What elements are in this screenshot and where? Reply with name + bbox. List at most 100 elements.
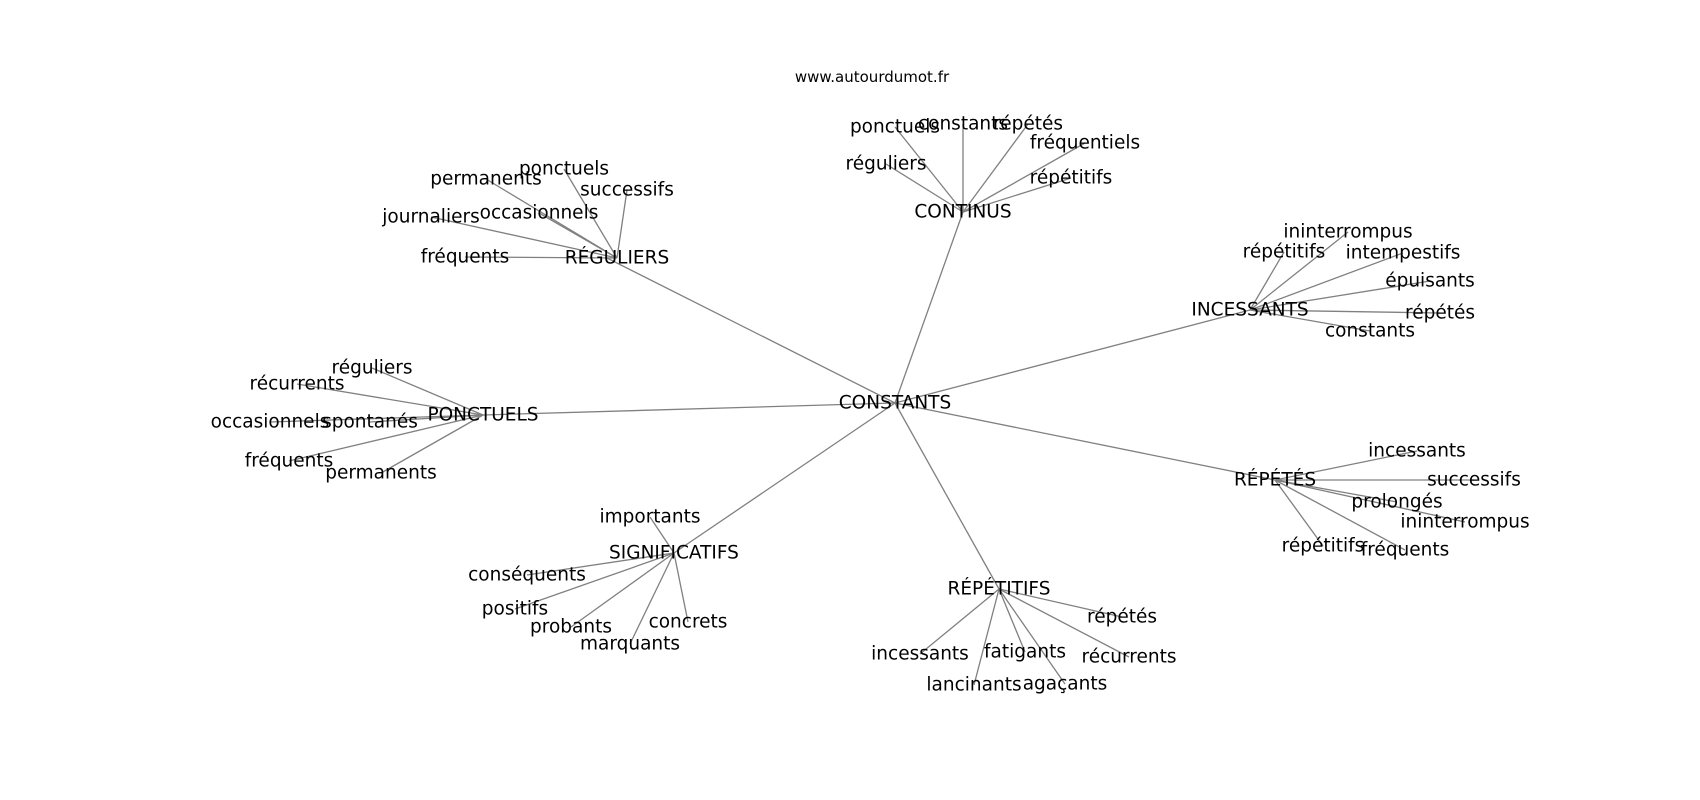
edge-repetitifs-repetes <box>998 588 1123 618</box>
edge-ponctuels-occasionnels <box>269 414 484 423</box>
edge-continus-ponctuels <box>894 126 964 213</box>
leaf-node-ponctuels: ponctuels <box>850 117 940 138</box>
leaf-node-positifs: positifs <box>482 599 548 620</box>
edge-incessants-repetitifs <box>1249 251 1285 311</box>
edge-center-reguliers <box>606 257 896 404</box>
edge-continus-repetitifs <box>962 177 1072 213</box>
edge-continus-reguliers <box>885 163 964 213</box>
edge-significatifs-importants <box>649 516 675 554</box>
edge-significatifs-probants <box>570 552 675 628</box>
leaf-node-permanents: permanents <box>325 463 437 484</box>
edge-continus-repetes <box>962 123 1029 213</box>
edge-center-significatifs <box>673 402 896 554</box>
leaf-node-spontanes: spontanés <box>322 412 418 433</box>
hub-node-repetes: RÉPÉTÉS <box>1234 469 1316 491</box>
leaf-node-lancinants: lancinants <box>926 675 1021 696</box>
leaf-node-marquants: marquants <box>580 634 680 655</box>
edge-ponctuels-frequents <box>288 414 484 462</box>
leaf-node-repetitifs: répétitifs <box>1030 168 1113 189</box>
leaf-node-probants: probants <box>530 617 612 638</box>
edge-incessants-ininterrompus <box>1249 231 1349 311</box>
edges-layer <box>269 123 1474 686</box>
leaf-node-journaliers: journaliers <box>381 207 479 228</box>
leaf-node-successifs: successifs <box>580 180 674 201</box>
leaf-node-ininterrompus: ininterrompus <box>1400 512 1529 533</box>
edge-repetitifs-lancinants <box>973 588 1000 686</box>
edge-incessants-constants <box>1249 309 1371 332</box>
leaf-node-repetes: répétés <box>1087 607 1157 628</box>
hub-node-incessants: INCESSANTS <box>1191 300 1308 321</box>
edge-significatifs-positifs <box>514 552 675 610</box>
leaf-node-prolonges: prolongés <box>1351 492 1442 513</box>
leaf-node-repetitifs: répétitifs <box>1282 536 1365 557</box>
leaf-node-frequents: fréquents <box>1361 540 1450 561</box>
leaf-node-ininterrompus: ininterrompus <box>1283 222 1412 243</box>
leaf-node-epuisants: épuisants <box>1385 271 1475 292</box>
watermark: www.autourdumot.fr <box>795 68 950 86</box>
leaf-node-repetes: répétés <box>1405 303 1475 324</box>
leaf-node-frequents: fréquents <box>421 247 510 268</box>
leaf-node-consequents: conséquents <box>468 565 586 586</box>
edge-continus-frequentiels <box>962 142 1086 213</box>
edge-center-continus <box>894 211 964 404</box>
edge-repetes-frequents <box>1274 479 1406 551</box>
edge-repetes-ininterrompus <box>1274 479 1466 523</box>
edge-center-repetes <box>894 402 1276 481</box>
leaf-node-occasionnels: occasionnels <box>480 203 599 224</box>
leaf-node-permanents: permanents <box>430 169 542 190</box>
leaf-node-concrets: concrets <box>649 612 728 633</box>
leaf-node-intempestifs: intempestifs <box>1346 243 1461 264</box>
hub-node-ponctuels: PONCTUELS <box>427 405 538 426</box>
edge-significatifs-marquants <box>629 552 675 645</box>
edge-center-repetitifs <box>894 402 1000 590</box>
edge-ponctuels-recurrents <box>296 383 484 416</box>
hub-node-reguliers: RÉGULIERS <box>565 247 669 269</box>
edge-ponctuels-permanents <box>380 414 484 474</box>
leaf-node-frequentiels: fréquentiels <box>1030 133 1140 154</box>
labels-layer: CONSTANTSCONTINUSponctuelsconstantsrépét… <box>211 114 1530 696</box>
leaf-node-ponctuels: ponctuels <box>519 159 609 180</box>
edge-repetitifs-recurrents <box>998 588 1130 658</box>
leaf-node-recurrents: récurrents <box>1082 647 1177 668</box>
edge-repetes-prolonges <box>1274 479 1398 503</box>
leaf-node-agacants: agaçants <box>1023 674 1108 695</box>
edge-repetitifs-fatigants <box>998 588 1026 653</box>
edge-repetitifs-agacants <box>998 588 1066 685</box>
leaf-node-reguliers: réguliers <box>332 358 413 379</box>
leaf-node-repetitifs: répétitifs <box>1243 242 1326 263</box>
leaf-node-successifs: successifs <box>1427 470 1521 491</box>
leaf-node-constants: constants <box>918 114 1008 135</box>
edge-incessants-epuisants <box>1249 280 1431 311</box>
edge-ponctuels-reguliers <box>371 367 484 416</box>
center-node-label: CONSTANTS <box>839 393 951 414</box>
edge-incessants-repetes <box>1249 309 1441 314</box>
edge-reguliers-journaliers <box>430 216 618 259</box>
edge-ponctuels-spontanes <box>369 414 484 423</box>
leaf-node-fatigants: fatigants <box>984 642 1066 663</box>
edge-center-incessants <box>894 309 1251 404</box>
hub-node-repetitifs: RÉPÉTITIFS <box>948 578 1051 600</box>
edge-repetes-repetitifs <box>1274 479 1324 547</box>
leaf-node-repetes: répétés <box>993 114 1063 135</box>
edge-significatifs-consequents <box>526 552 675 576</box>
edge-reguliers-ponctuels <box>563 168 618 259</box>
leaf-node-frequents: fréquents <box>245 451 334 472</box>
leaf-node-occasionnels: occasionnels <box>211 412 330 433</box>
leaf-node-importants: importants <box>599 507 700 528</box>
leaf-node-incessants: incessants <box>1368 441 1466 462</box>
edge-repetitifs-incessants <box>919 588 1000 655</box>
edge-incessants-intempestifs <box>1249 252 1404 311</box>
leaf-node-constants: constants <box>1325 321 1415 342</box>
edge-reguliers-occasionnels <box>538 212 618 259</box>
leaf-node-incessants: incessants <box>871 644 969 665</box>
hub-node-continus: CONTINUS <box>914 202 1011 223</box>
edge-significatifs-concrets <box>673 552 689 623</box>
edge-reguliers-frequents <box>464 256 618 259</box>
edge-reguliers-successifs <box>616 189 628 259</box>
edge-center-ponctuels <box>482 402 896 416</box>
edge-repetes-incessants <box>1274 450 1418 481</box>
hub-node-significatifs: SIGNIFICATIFS <box>609 543 739 564</box>
leaf-node-recurrents: récurrents <box>250 374 345 395</box>
leaf-node-reguliers: réguliers <box>846 154 927 175</box>
